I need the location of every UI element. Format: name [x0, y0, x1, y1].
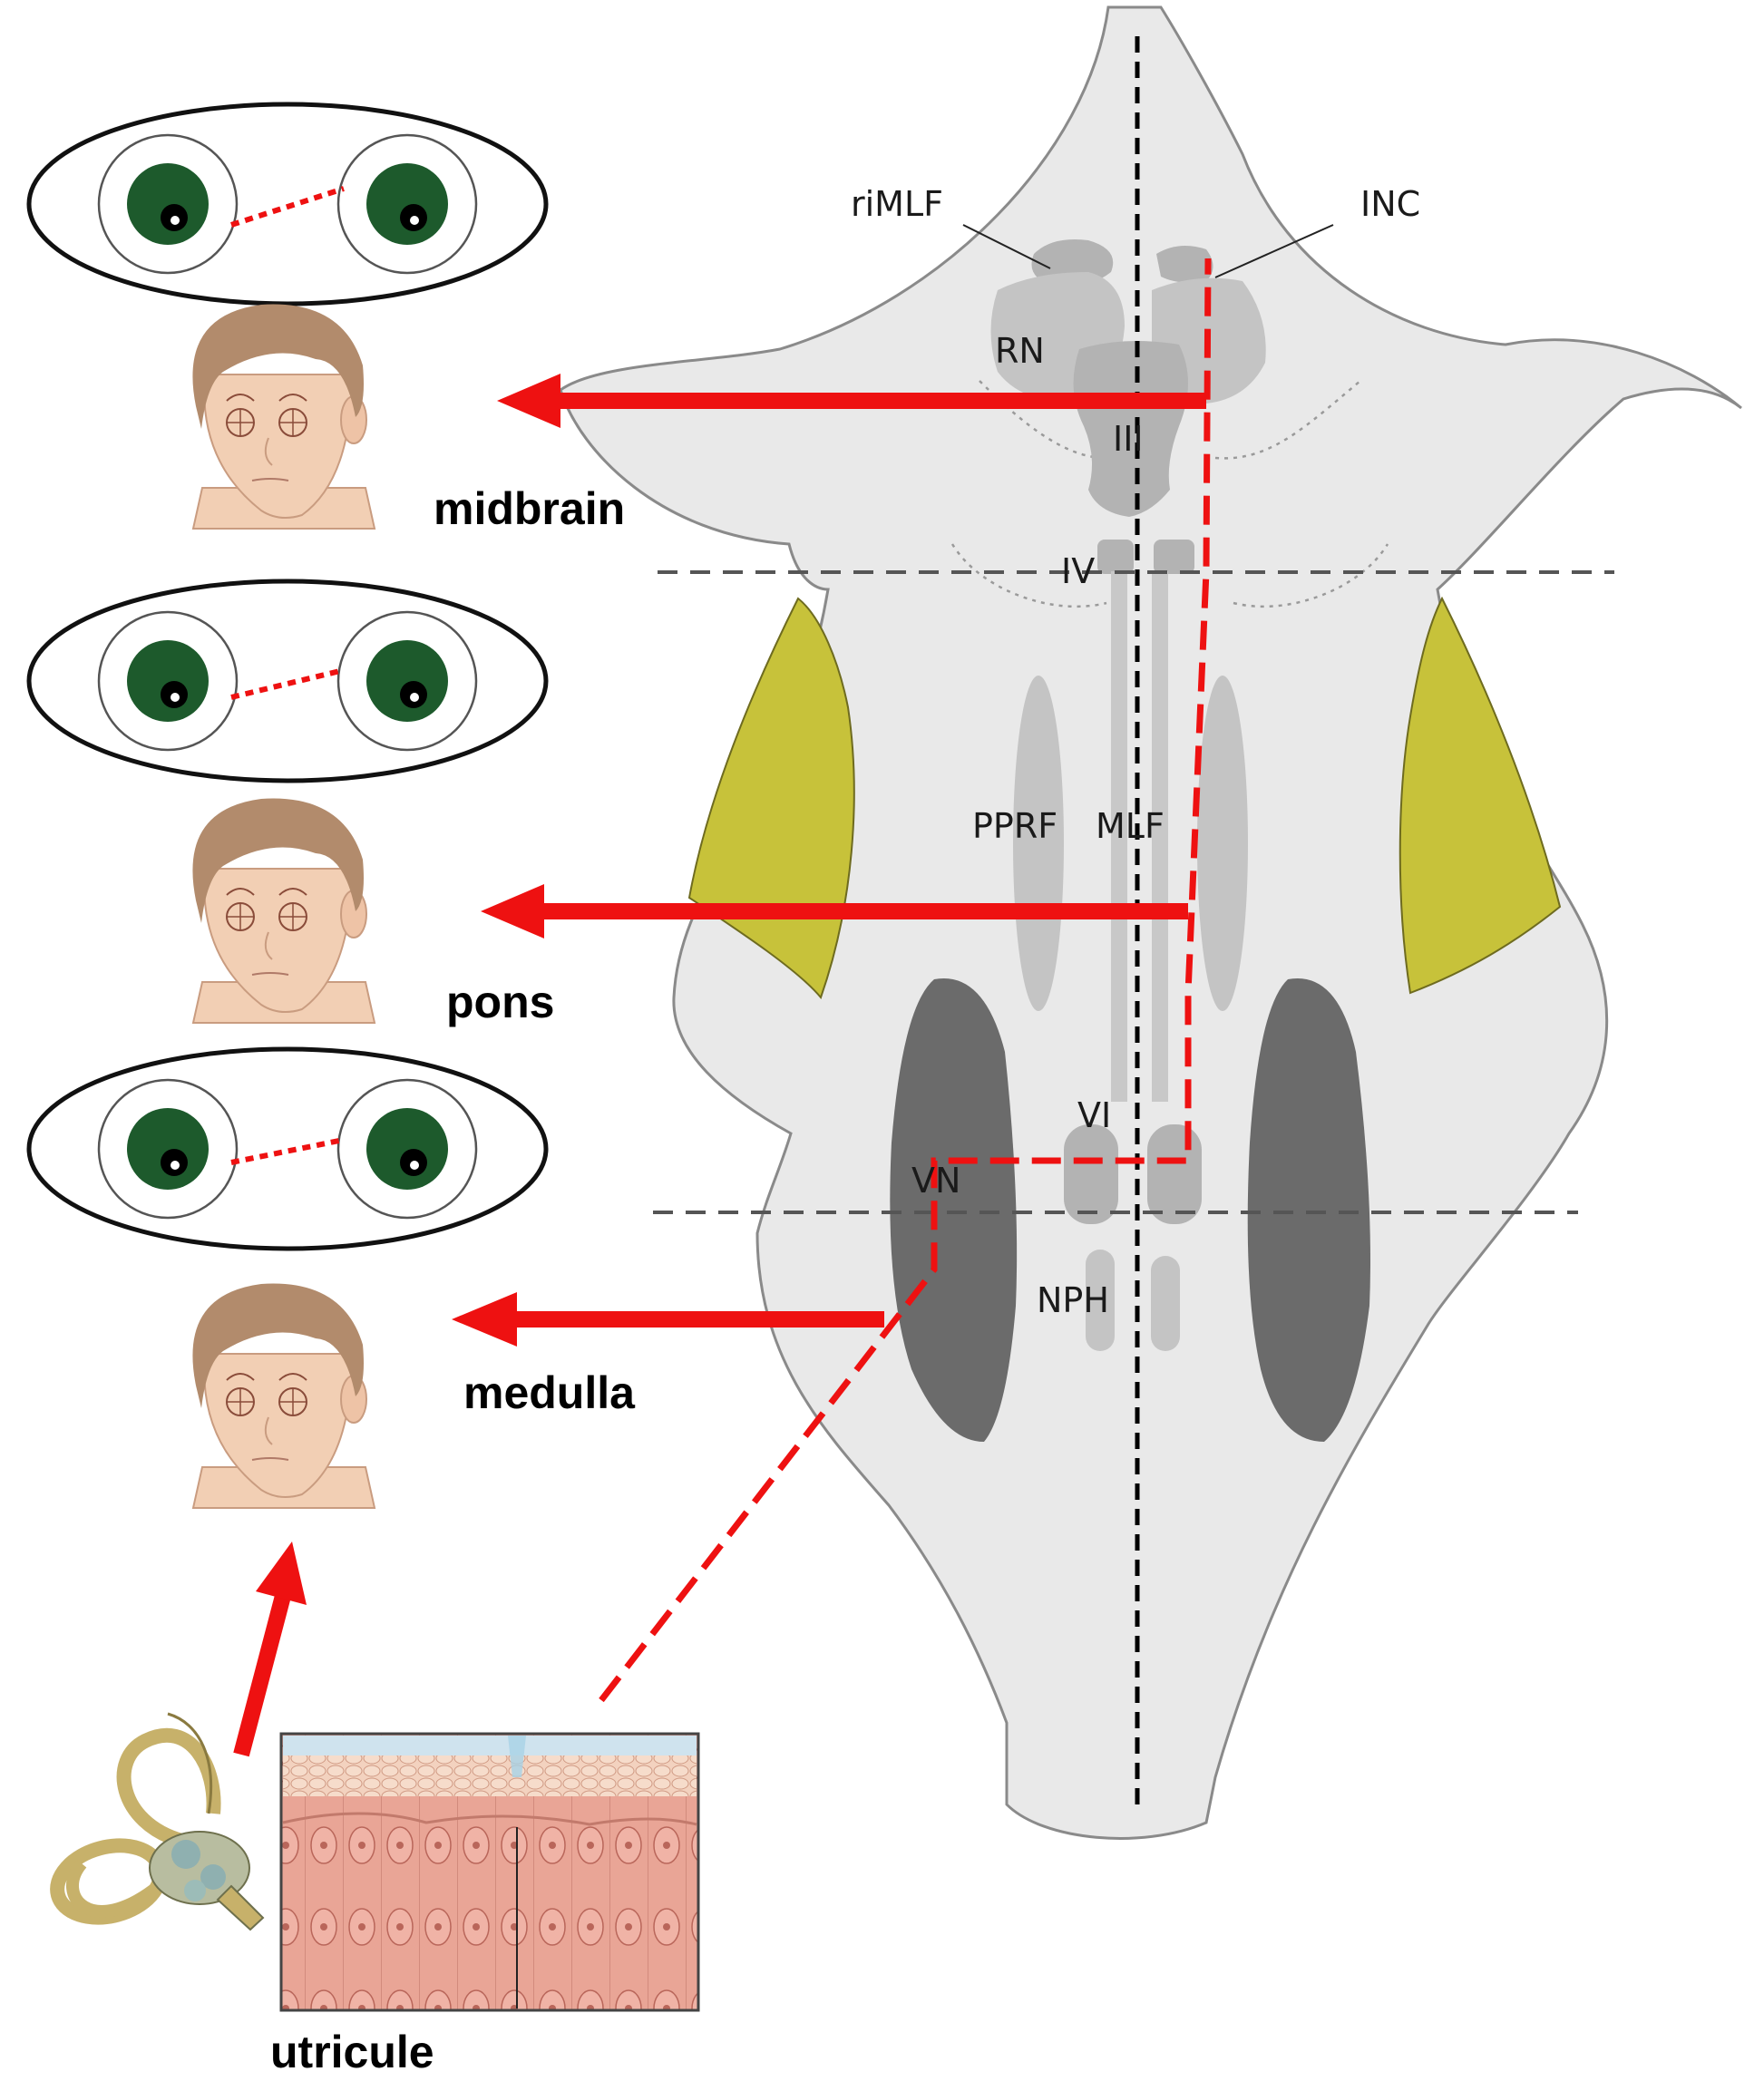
nucleus-IV-left [1097, 540, 1134, 574]
label-VI: VI [1077, 1095, 1111, 1135]
right-peduncle-shape [1399, 596, 1562, 995]
label-medulla: medulla [463, 1367, 636, 1418]
nucleus-IV-right [1154, 540, 1194, 574]
nucleus-NPH-left [1086, 1250, 1115, 1351]
utricle-histology-icon [279, 1732, 700, 2012]
INC-leader [1214, 224, 1334, 278]
midbrain-arrow [497, 374, 1206, 428]
nucleus-VN-left [890, 978, 1018, 1442]
tract-MLF-right [1152, 571, 1168, 1102]
left-peduncle-shape [687, 597, 855, 999]
label-III: III [1113, 419, 1144, 459]
label-INC: INC [1360, 184, 1420, 224]
label-utricule: utricule [270, 2027, 434, 2077]
tract-MLF-left [1111, 571, 1127, 1102]
label-NPH: NPH [1037, 1280, 1109, 1320]
vestibulo-ocular-pathway [599, 258, 1212, 1703]
nucleus-PPRF-right [1197, 676, 1248, 1011]
label-VN: VN [911, 1161, 960, 1201]
label-pons: pons [446, 977, 554, 1027]
nucleus-PPRF-left [1013, 676, 1064, 1011]
nucleus-VN-right [1247, 978, 1370, 1442]
nucleus-VI-right [1147, 1124, 1202, 1224]
label-RN: RN [995, 331, 1045, 371]
eyes-icon-pons [29, 581, 546, 781]
nucleus-INC [1156, 246, 1213, 283]
face-icon-pons [191, 797, 375, 1024]
riMLF-leader [962, 224, 1051, 269]
face-icon-midbrain [191, 303, 375, 530]
label-midbrain: midbrain [434, 483, 625, 534]
label-IV: IV [1061, 551, 1095, 591]
face-icon-medulla [191, 1282, 375, 1509]
medulla-arrow [452, 1292, 884, 1347]
label-MLF: MLF [1096, 806, 1165, 846]
pons-arrow [481, 884, 1188, 939]
utricule-arrow [233, 1542, 307, 1757]
nucleus-VI-left [1064, 1124, 1118, 1224]
brainstem-outline [559, 5, 1742, 1840]
label-riMLF: riMLF [851, 184, 943, 224]
nucleus-III [1073, 341, 1188, 517]
label-PPRF: PPRF [972, 806, 1057, 846]
inner-ear-icon [50, 1712, 265, 1931]
eyes-icon-midbrain [29, 104, 546, 304]
eyes-icon-medulla [29, 1049, 546, 1249]
nucleus-NPH-right [1151, 1256, 1180, 1351]
